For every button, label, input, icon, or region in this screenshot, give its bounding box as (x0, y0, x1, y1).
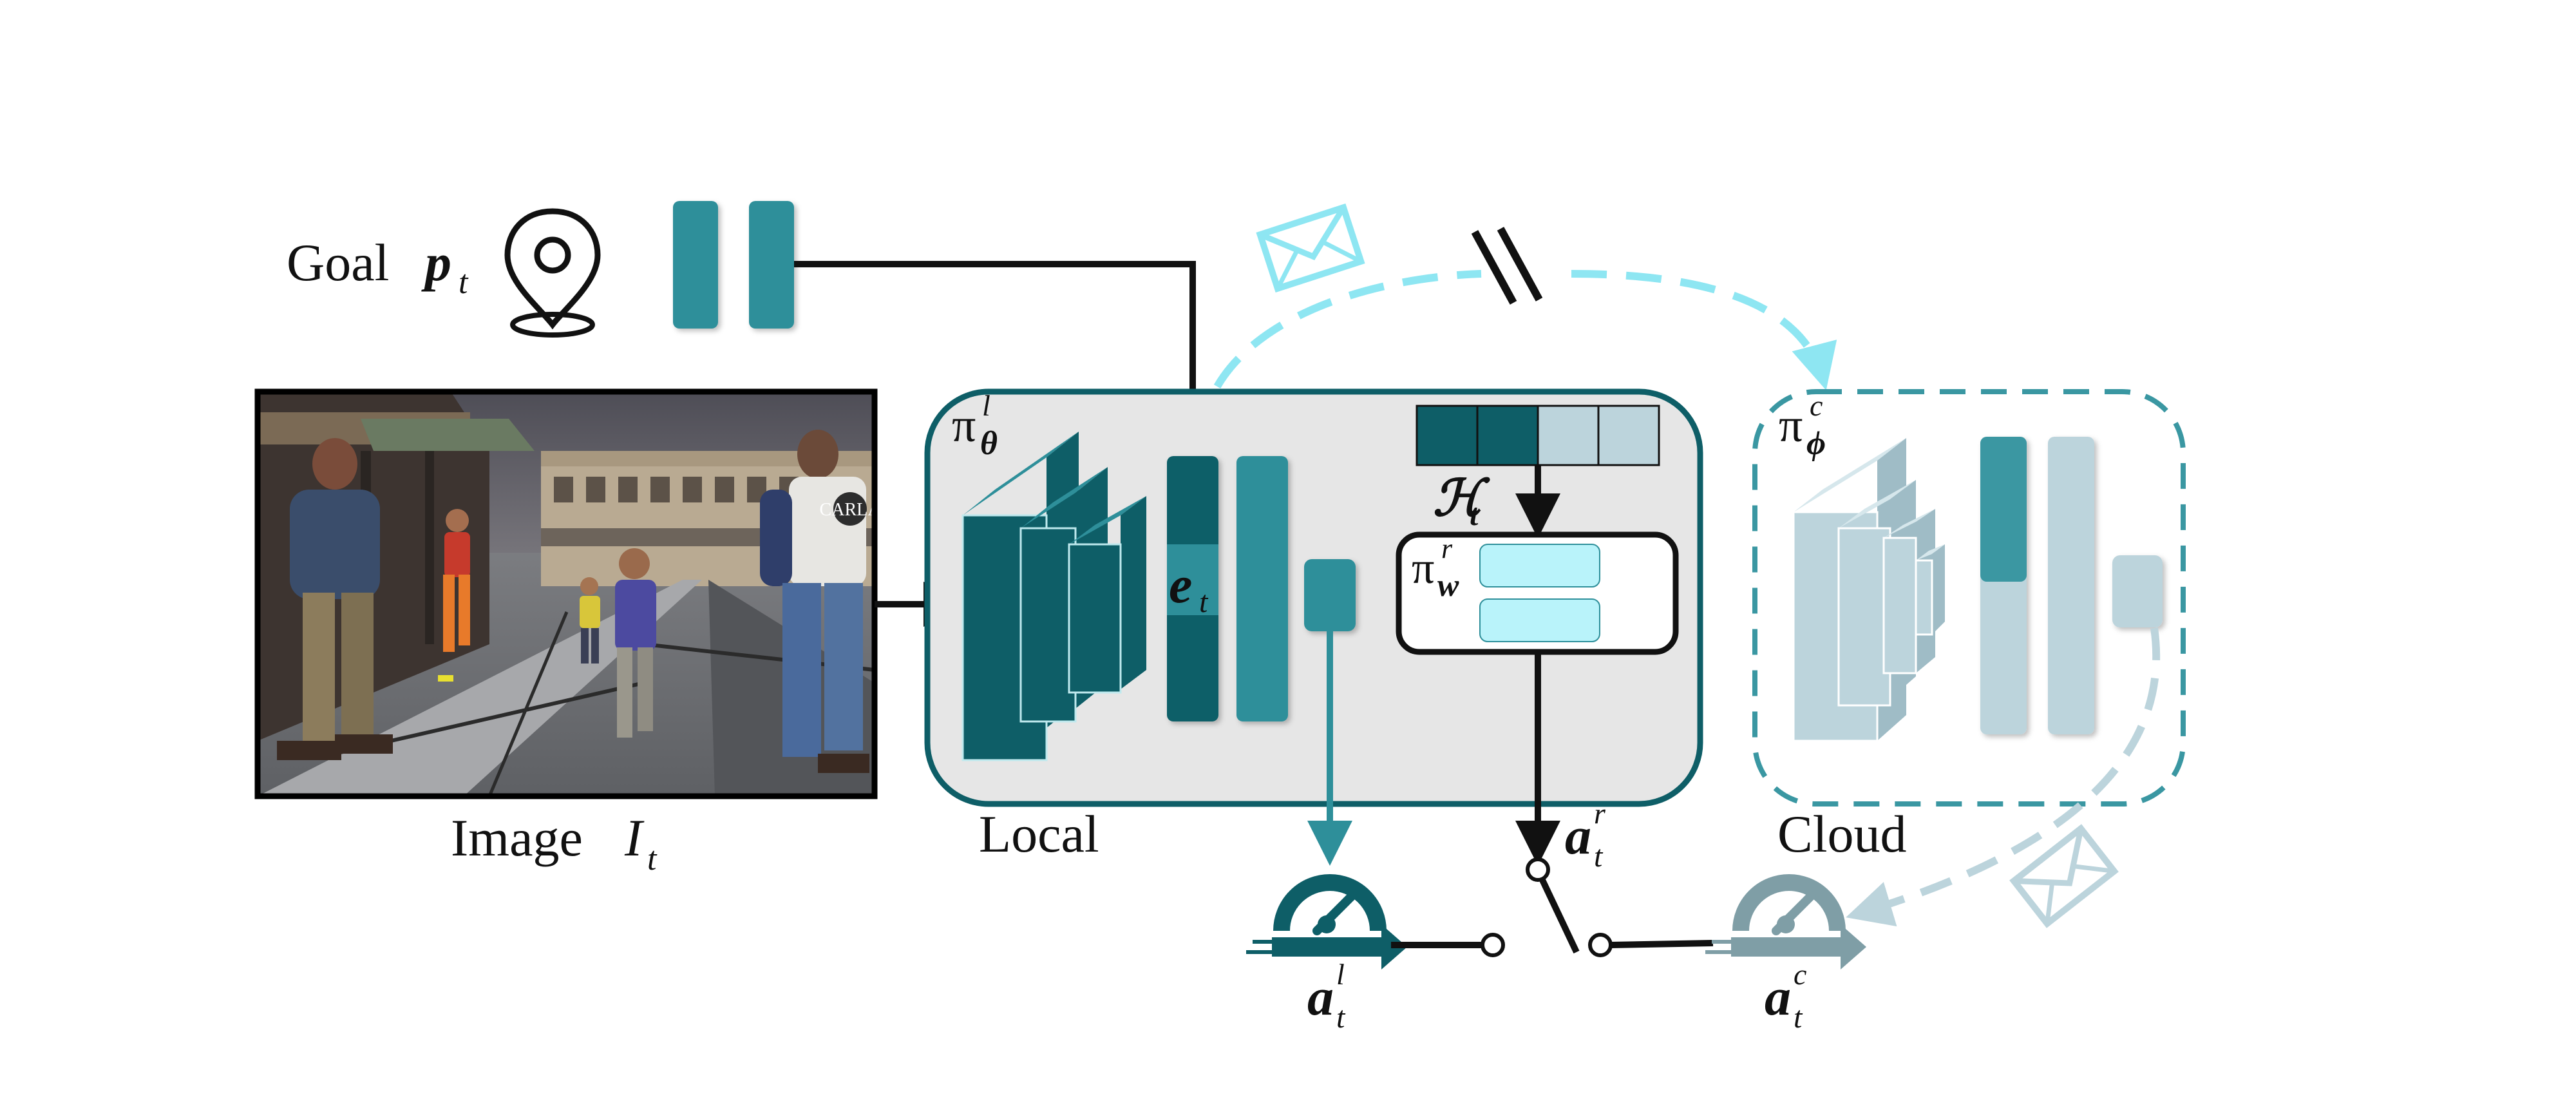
local-cnn-encoder (961, 432, 1146, 761)
goal-symbol: p (421, 233, 451, 292)
pedestrian (615, 548, 656, 738)
embedding-vector (1167, 456, 1218, 721)
action-superscript: l (1336, 958, 1345, 991)
pi-superscript: r (1441, 533, 1453, 564)
action-superscript: r (1594, 797, 1606, 830)
cloud-output-node (2112, 555, 2163, 627)
image-word: Image (451, 808, 583, 867)
cnn-layer (1915, 544, 1945, 636)
action-subscript: t (1794, 1000, 1803, 1035)
cloud-embedding-vector (1980, 437, 2027, 734)
action-subscript: t (1336, 1000, 1346, 1035)
pi-superscript: c (1810, 389, 1823, 422)
action-superscript: c (1794, 958, 1806, 991)
pi-subscript: θ (980, 425, 998, 462)
history-cell (1476, 405, 1539, 466)
image-watermark: CARLA (820, 500, 882, 520)
router-layer (1479, 598, 1600, 642)
switch-wire (1610, 940, 1714, 948)
camera-image: CARLA (254, 388, 881, 799)
history-cell (1537, 405, 1600, 466)
pi-symbol: π (1779, 399, 1803, 452)
pi-subscript: w (1437, 567, 1459, 603)
cloud-request-dashed-link (1571, 270, 1837, 390)
goal-encoding-bars (673, 201, 794, 329)
history-subscript: t (1470, 498, 1479, 532)
router-action-label: a r t (1565, 797, 1606, 874)
history-cell (1416, 405, 1479, 466)
image-label: Image I t (451, 808, 658, 877)
action-subscript: t (1594, 839, 1604, 874)
action-symbol: a (1565, 807, 1591, 865)
goal-word: Goal (287, 233, 389, 292)
goal-label: Goal p t (287, 233, 469, 301)
goal-bar (673, 201, 718, 329)
cnn-layer (1068, 496, 1146, 694)
cloud-request-dashed-link (1213, 270, 1482, 389)
image-subscript: t (647, 841, 658, 877)
history-buffer (1416, 405, 1660, 466)
envelope-icon (1256, 203, 1365, 293)
cloud-hidden-layer-bar (2048, 437, 2094, 734)
cloud-cnn-encoder (1792, 438, 1945, 742)
embedding-subscript: t (1199, 585, 1209, 619)
cloud-policy-label: π c ϕ (1779, 389, 1826, 462)
history-cell (1597, 405, 1660, 466)
cloud-label: Cloud (1777, 805, 1906, 863)
switch-terminal (1588, 933, 1613, 957)
action-symbol: a (1307, 968, 1334, 1026)
action-symbol: a (1765, 968, 1791, 1026)
pi-symbol: π (1412, 544, 1434, 593)
history-symbol: ℋ (1433, 470, 1490, 526)
pi-superscript: l (982, 389, 990, 422)
hidden-layer-bar (1236, 456, 1288, 721)
location-pin-icon (504, 208, 601, 338)
break-link-icon (1471, 227, 1543, 305)
switch-lever (1539, 878, 1580, 954)
pedestrian (580, 577, 600, 664)
envelope-icon (2009, 824, 2119, 928)
embedding-symbol: e (1169, 555, 1192, 614)
cloud-policy-panel (1752, 389, 2186, 807)
local-label: Local (979, 805, 1099, 863)
local-action-label: a l t (1307, 958, 1346, 1035)
switch-terminal (1526, 857, 1550, 882)
cloud-action-label: a c t (1765, 958, 1806, 1035)
switch-terminal (1481, 933, 1505, 957)
goal-bar (749, 201, 794, 329)
speedometer-icon (1705, 874, 1866, 969)
speedometer-icon (1246, 874, 1407, 969)
local-output-node (1304, 559, 1356, 631)
goal-subscript: t (459, 264, 469, 301)
image-symbol: I (624, 808, 645, 867)
local-policy-label: π l θ (952, 389, 998, 462)
router-layer (1479, 544, 1600, 587)
pi-symbol: π (952, 399, 976, 452)
pedestrian: CARLA (760, 430, 881, 773)
pi-subscript: ϕ (1806, 425, 1826, 462)
router-policy-label: π r w (1412, 533, 1459, 603)
cloud-response-dashed-link (1846, 627, 2161, 927)
pedestrian (438, 509, 470, 682)
pedestrian (277, 438, 393, 760)
